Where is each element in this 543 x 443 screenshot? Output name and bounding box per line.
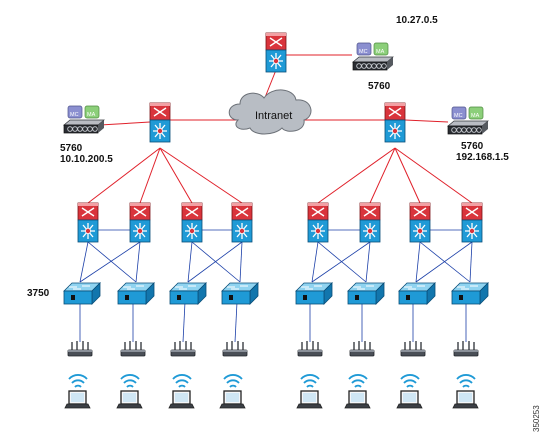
- distribution-switch-icon: [461, 202, 483, 243]
- wireless-controller-icon: [63, 105, 105, 134]
- access-switches: [63, 282, 489, 305]
- wireless-laptop-icon: [296, 374, 323, 409]
- controller-ip: 10.10.200.5: [60, 154, 113, 165]
- controller-ip: 10.27.0.5: [396, 15, 438, 26]
- access-switch-icon: [398, 282, 436, 305]
- access-switch-icon: [117, 282, 155, 305]
- access-point-icon: [453, 340, 479, 357]
- distribution-switch-icon: [129, 202, 151, 243]
- wireless-laptop-icon: [64, 374, 91, 409]
- core-switch-right: [384, 102, 406, 143]
- core-links: [87, 54, 473, 204]
- controller-ip: 192.168.1.5: [456, 152, 509, 163]
- ma-badge-label: MA: [376, 49, 385, 55]
- controller-right: MC MA 5760 192.168.1.5: [447, 106, 509, 163]
- core-switch-top: [265, 32, 287, 73]
- access-switch-label: 3750: [27, 288, 50, 299]
- distribution-switch-icon: [409, 202, 431, 243]
- wireless-laptop-icon: [344, 374, 371, 409]
- access-points: [67, 340, 479, 357]
- access-point-icon: [297, 340, 323, 357]
- access-switch-icon: [221, 282, 259, 305]
- distribution-switch-icon: [77, 202, 99, 243]
- controller-top: MC MA 10.27.0.5 5760: [352, 15, 438, 92]
- distribution-switch-icon: [181, 202, 203, 243]
- distribution-switches: [77, 202, 483, 243]
- access-point-icon: [222, 340, 248, 357]
- ma-badge-label: MA: [471, 113, 480, 119]
- access-switch-icon: [169, 282, 207, 305]
- wireless-controller-icon: [352, 42, 394, 71]
- distribution-switch-icon: [231, 202, 253, 243]
- access-point-icon: [349, 340, 375, 357]
- controller-model: 5760: [368, 81, 391, 92]
- controller-left: MC MA 5760 10.10.200.5: [60, 105, 113, 165]
- core-switch-icon: [265, 32, 287, 73]
- wireless-laptop-icon: [116, 374, 143, 409]
- mc-badge-label: MC: [70, 112, 79, 118]
- access-switch-icon: [295, 282, 333, 305]
- access-switch-icon: [63, 282, 101, 305]
- wireless-controller-icon: [447, 106, 489, 135]
- cloud-icon: [228, 89, 312, 135]
- core-switch-icon: [384, 102, 406, 143]
- intranet-cloud: Intranet: [228, 89, 312, 135]
- distribution-links: [79, 229, 473, 343]
- wireless-laptop-icon: [452, 374, 479, 409]
- access-switch-icon: [451, 282, 489, 305]
- wireless-laptop-icon: [219, 374, 246, 409]
- core-switch-icon: [149, 102, 171, 143]
- access-point-icon: [400, 340, 426, 357]
- controller-model: 5760: [461, 141, 484, 152]
- wireless-clients: [64, 374, 479, 409]
- mc-badge-label: MC: [454, 113, 463, 119]
- ma-badge-label: MA: [87, 112, 96, 118]
- figure-id: 350253: [532, 405, 541, 432]
- core-switch-left: [149, 102, 171, 143]
- controller-model: 5760: [60, 143, 83, 154]
- access-point-icon: [170, 340, 196, 357]
- cloud-label: Intranet: [255, 110, 292, 122]
- mc-badge-label: MC: [359, 49, 368, 55]
- distribution-switch-icon: [307, 202, 329, 243]
- distribution-switch-icon: [359, 202, 381, 243]
- access-point-icon: [120, 340, 146, 357]
- access-switch-icon: [347, 282, 385, 305]
- wireless-laptop-icon: [396, 374, 423, 409]
- access-point-icon: [67, 340, 93, 357]
- wireless-laptop-icon: [168, 374, 195, 409]
